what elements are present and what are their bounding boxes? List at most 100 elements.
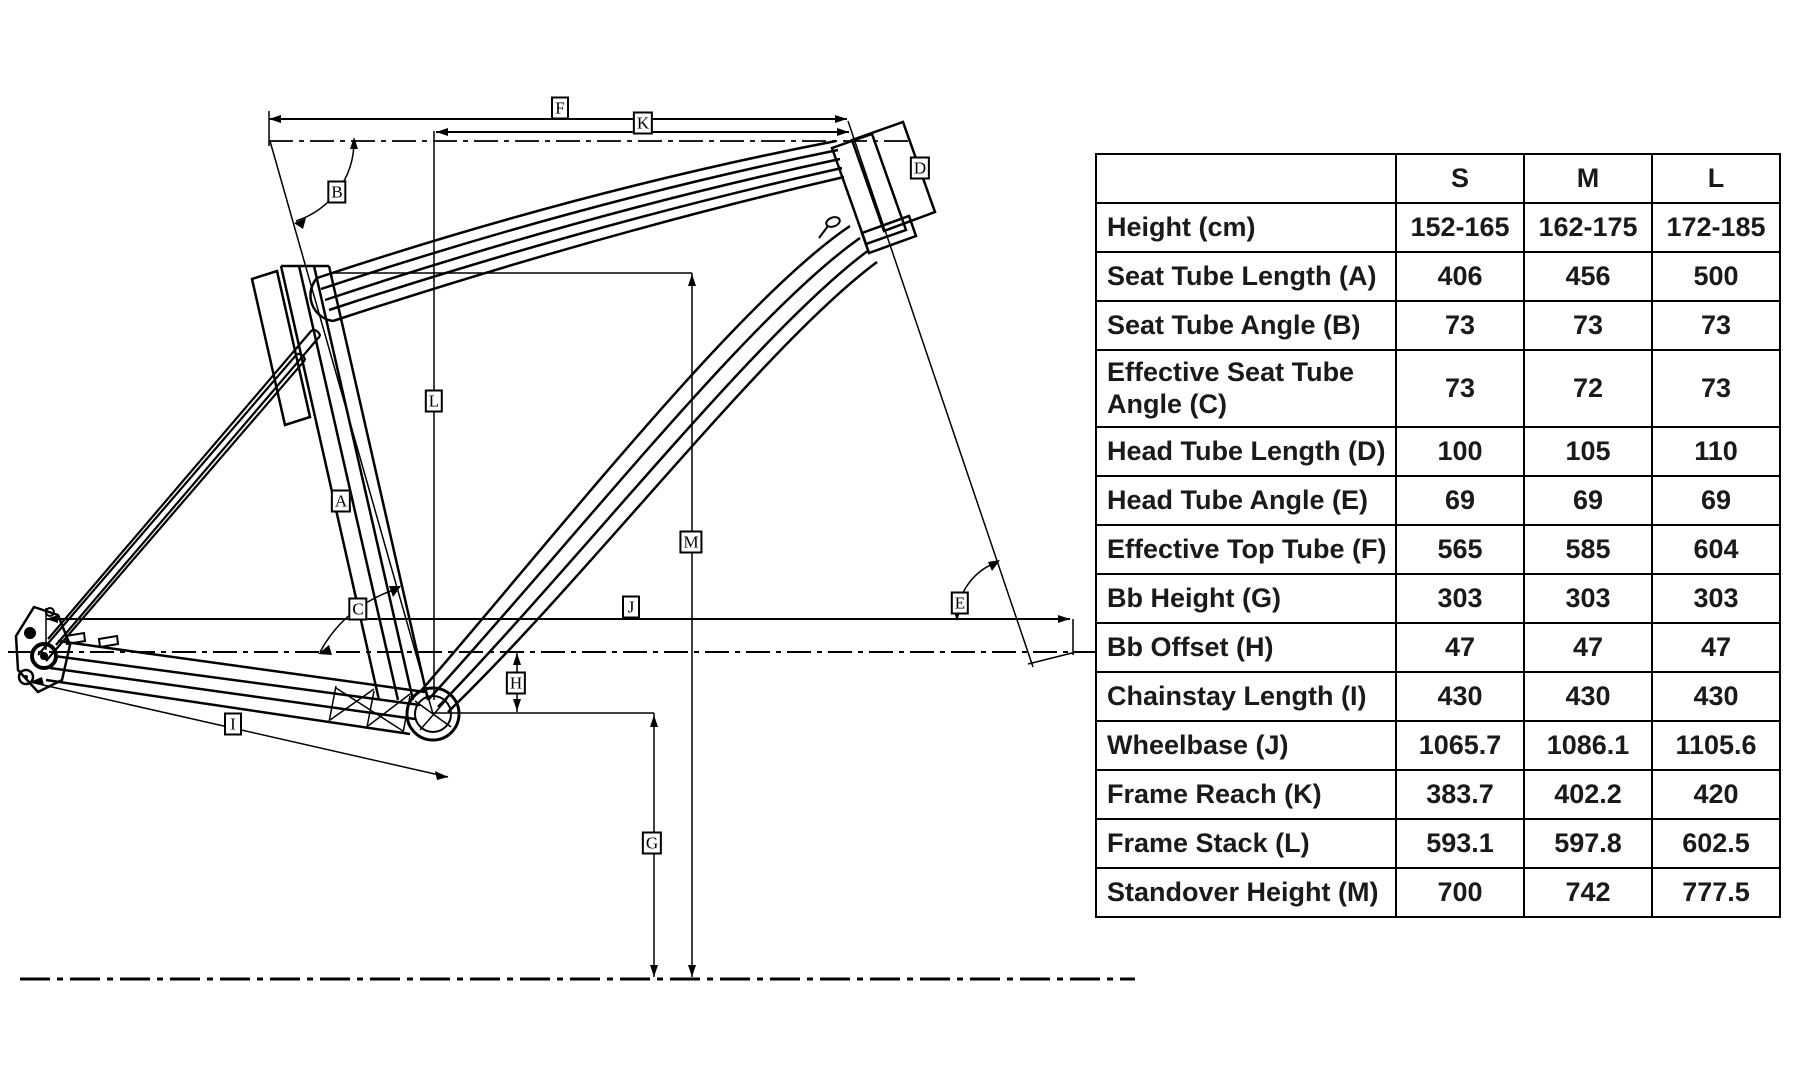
cell-value: 604 — [1651, 524, 1781, 575]
row-label: Effective Seat Tube Angle (C) — [1095, 349, 1397, 428]
geometry-table: S M L Height (cm) 152-165 162-175 172-18… — [1095, 153, 1781, 918]
bottom-bracket — [407, 688, 459, 740]
cable-port — [825, 215, 841, 228]
row-label: Bb Height (G) — [1095, 573, 1397, 624]
dim-label-g: G — [641, 831, 663, 855]
cell-value: 406 — [1395, 251, 1525, 302]
table-row: Standover Height (M) 700 742 777.5 — [1095, 867, 1781, 918]
dim-label-c: C — [348, 597, 368, 621]
dim-label-b: B — [327, 180, 347, 204]
table-row: Frame Reach (K) 383.7 402.2 420 — [1095, 769, 1781, 820]
row-label: Standover Height (M) — [1095, 867, 1397, 918]
cell-value: 500 — [1651, 251, 1781, 302]
cable-guide — [66, 633, 85, 644]
row-label: Seat Tube Angle (B) — [1095, 300, 1397, 351]
frame-geometry-drawing — [0, 0, 1140, 1080]
dim-label-f: F — [551, 96, 569, 120]
dim-label-e: E — [950, 591, 970, 615]
cell-value: 383.7 — [1395, 769, 1525, 820]
seat-tube — [281, 266, 428, 700]
cell-value: 777.5 — [1651, 867, 1781, 918]
row-label: Head Tube Angle (E) — [1095, 475, 1397, 526]
cell-value: 565 — [1395, 524, 1525, 575]
cell-value: 585 — [1523, 524, 1653, 575]
cell-value: 430 — [1651, 671, 1781, 722]
table-row: Head Tube Angle (E) 69 69 69 — [1095, 475, 1781, 526]
cell-value: 597.8 — [1523, 818, 1653, 869]
cell-value: 73 — [1395, 349, 1525, 428]
cell-value: 303 — [1395, 573, 1525, 624]
col-header-l: L — [1651, 153, 1781, 204]
table-row: Effective Seat Tube Angle (C) 73 72 73 — [1095, 349, 1781, 428]
cell-value: 69 — [1523, 475, 1653, 526]
seat-tube-gusset — [252, 271, 310, 425]
cell-value: 593.1 — [1395, 818, 1525, 869]
cell-value: 100 — [1395, 426, 1525, 477]
cell-value: 602.5 — [1651, 818, 1781, 869]
dim-label-i: I — [224, 712, 242, 736]
cell-value: 73 — [1395, 300, 1525, 351]
table-row: Bb Height (G) 303 303 303 — [1095, 573, 1781, 624]
cell-value: 47 — [1523, 622, 1653, 673]
row-label: Chainstay Length (I) — [1095, 671, 1397, 722]
cell-value: 73 — [1651, 349, 1781, 428]
cell-value: 172-185 — [1651, 202, 1781, 253]
cell-value: 430 — [1523, 671, 1653, 722]
col-header-s: S — [1395, 153, 1525, 204]
dim-label-j: J — [622, 595, 640, 619]
table-row: Seat Tube Angle (B) 73 73 73 — [1095, 300, 1781, 351]
corner-cell — [1095, 153, 1397, 204]
row-label: Frame Reach (K) — [1095, 769, 1397, 820]
rear-dropout — [16, 607, 70, 692]
cell-value: 456 — [1523, 251, 1653, 302]
cell-value: 72 — [1523, 349, 1653, 428]
table-row: Bb Offset (H) 47 47 47 — [1095, 622, 1781, 673]
dim-label-d: D — [909, 156, 931, 180]
cell-value: 303 — [1523, 573, 1653, 624]
dim-label-k: K — [632, 111, 654, 135]
row-label: Seat Tube Length (A) — [1095, 251, 1397, 302]
table-row: Chainstay Length (I) 430 430 430 — [1095, 671, 1781, 722]
col-header-m: M — [1523, 153, 1653, 204]
cell-value: 742 — [1523, 867, 1653, 918]
head-tube — [832, 122, 935, 253]
cell-value: 700 — [1395, 867, 1525, 918]
cell-value: 105 — [1523, 426, 1653, 477]
dim-label-h: H — [505, 671, 527, 695]
row-label: Head Tube Length (D) — [1095, 426, 1397, 477]
table-row: Frame Stack (L) 593.1 597.8 602.5 — [1095, 818, 1781, 869]
cell-value: 47 — [1651, 622, 1781, 673]
seat-stays — [38, 330, 320, 661]
cell-value: 47 — [1395, 622, 1525, 673]
cell-value: 152-165 — [1395, 202, 1525, 253]
row-label: Wheelbase (J) — [1095, 720, 1397, 771]
cell-value: 1065.7 — [1395, 720, 1525, 771]
cell-value: 69 — [1395, 475, 1525, 526]
row-label: Bb Offset (H) — [1095, 622, 1397, 673]
row-label: Effective Top Tube (F) — [1095, 524, 1397, 575]
table-row: Head Tube Length (D) 100 105 110 — [1095, 426, 1781, 477]
chainstay — [46, 641, 425, 734]
dim-label-m: M — [679, 530, 703, 554]
cell-value: 430 — [1395, 671, 1525, 722]
table-row: Wheelbase (J) 1065.7 1086.1 1105.6 — [1095, 720, 1781, 771]
top-tube — [310, 141, 844, 321]
cell-value: 69 — [1651, 475, 1781, 526]
dim-label-a: A — [330, 489, 352, 513]
cell-value: 162-175 — [1523, 202, 1653, 253]
row-label: Frame Stack (L) — [1095, 818, 1397, 869]
cell-value: 73 — [1523, 300, 1653, 351]
table-header-row: S M L — [1095, 153, 1781, 204]
cell-value: 402.2 — [1523, 769, 1653, 820]
cell-value: 110 — [1651, 426, 1781, 477]
table-row: Height (cm) 152-165 162-175 172-185 — [1095, 202, 1781, 253]
cell-value: 420 — [1651, 769, 1781, 820]
cell-value: 303 — [1651, 573, 1781, 624]
cell-value: 1105.6 — [1651, 720, 1781, 771]
table-row: Seat Tube Length (A) 406 456 500 — [1095, 251, 1781, 302]
cable-guide — [99, 636, 118, 647]
table-row: Effective Top Tube (F) 565 585 604 — [1095, 524, 1781, 575]
cell-value: 1086.1 — [1523, 720, 1653, 771]
cell-value: 73 — [1651, 300, 1781, 351]
